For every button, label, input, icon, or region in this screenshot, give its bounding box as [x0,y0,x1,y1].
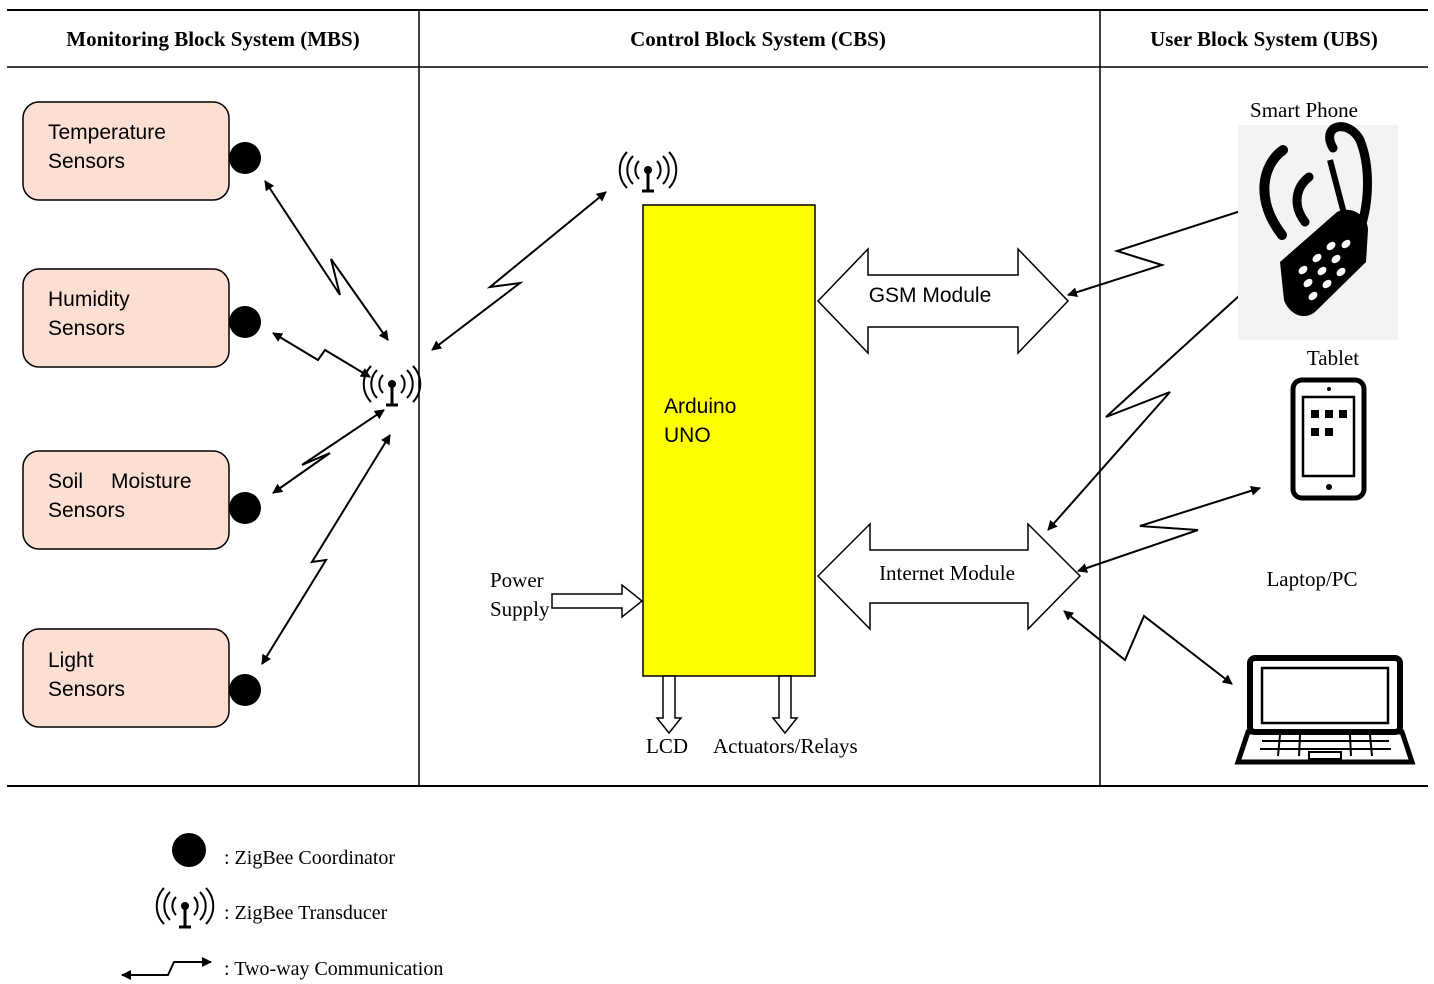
zigbee-coordinator-icon [229,674,261,706]
legend-transducer-icon [155,886,215,929]
sensor-temperature: Temperature Sensors [22,101,230,201]
device-laptop-label: Laptop/PC [1266,567,1357,591]
arduino-uno-block: Arduino UNO [642,204,816,677]
zigbee-coordinator-icon [229,306,261,338]
sensor-light-line2: Sensors [48,678,125,701]
header-ubs: User Block System (UBS) [1150,27,1378,51]
sensor-soil-line1a: Soil [48,470,83,493]
sensor-temperature-line1: Temperature [48,121,166,144]
comm-link-soil [272,409,385,494]
power-line1: Power [490,568,544,592]
sensor-light-line1: Light [48,649,94,672]
header-cbs: Control Block System (CBS) [630,27,886,51]
header-mbs: Monitoring Block System (MBS) [66,27,359,51]
device-tablet-label: Tablet [1307,346,1359,370]
comm-link-humidity [272,332,371,378]
actuators-label: Actuators/Relays [713,734,858,758]
sensor-soil-line2: Sensors [48,499,125,522]
zigbee-transducer-icon [362,364,422,407]
comm-link-internet-tablet [1077,485,1261,573]
power-line2: Supply [490,597,550,621]
comm-link-temperature [264,180,389,341]
comm-link-controller [431,191,607,351]
zigbee-coordinator-icon [229,492,261,524]
legend-comm-icon [121,957,212,980]
lcd-output-arrow [655,675,683,735]
gsm-module-label: GSM Module [869,284,992,307]
gsm-module-arrow: GSM Module [816,247,1070,355]
arduino-line2: UNO [664,424,711,447]
legend-coordinator-label: : ZigBee Coordinator [224,847,395,869]
sensor-humidity-line1: Humidity [48,288,130,311]
sensor-humidity-line2: Sensors [48,317,125,340]
comm-link-internet-laptop [1063,610,1233,685]
zigbee-transducer-icon [618,150,678,193]
laptop-icon [1234,655,1416,765]
sensor-soil-moisture: Soil Moisture Sensors [22,450,230,550]
comm-link-internet-phone [1047,274,1263,531]
sensor-humidity: Humidity Sensors [22,268,230,368]
comm-link-light [261,434,391,665]
power-supply: Power Supply [490,568,644,621]
sensor-temperature-line2: Sensors [48,150,125,173]
arduino-line1: Arduino [664,395,736,418]
zigbee-coordinator-icon [229,142,261,174]
tablet-icon [1290,377,1367,501]
sensor-light: Light Sensors [22,628,230,728]
lcd-label: LCD [646,734,688,758]
comm-link-gsm-phone [1067,206,1251,298]
device-phone-label: Smart Phone [1250,98,1358,122]
legend-comm-label: : Two-way Communication [224,958,443,980]
legend-transducer-label: : ZigBee Transducer [224,902,388,924]
actuator-output-arrow [771,675,799,735]
legend-coordinator-icon [172,833,206,867]
legend: : ZigBee Coordinator : ZigBee Transducer… [121,833,443,980]
internet-module-arrow: Internet Module [816,522,1082,631]
smart-phone-icon [1238,122,1398,340]
sensor-soil-line1b: Moisture [111,470,192,493]
internet-module-label: Internet Module [879,561,1015,585]
